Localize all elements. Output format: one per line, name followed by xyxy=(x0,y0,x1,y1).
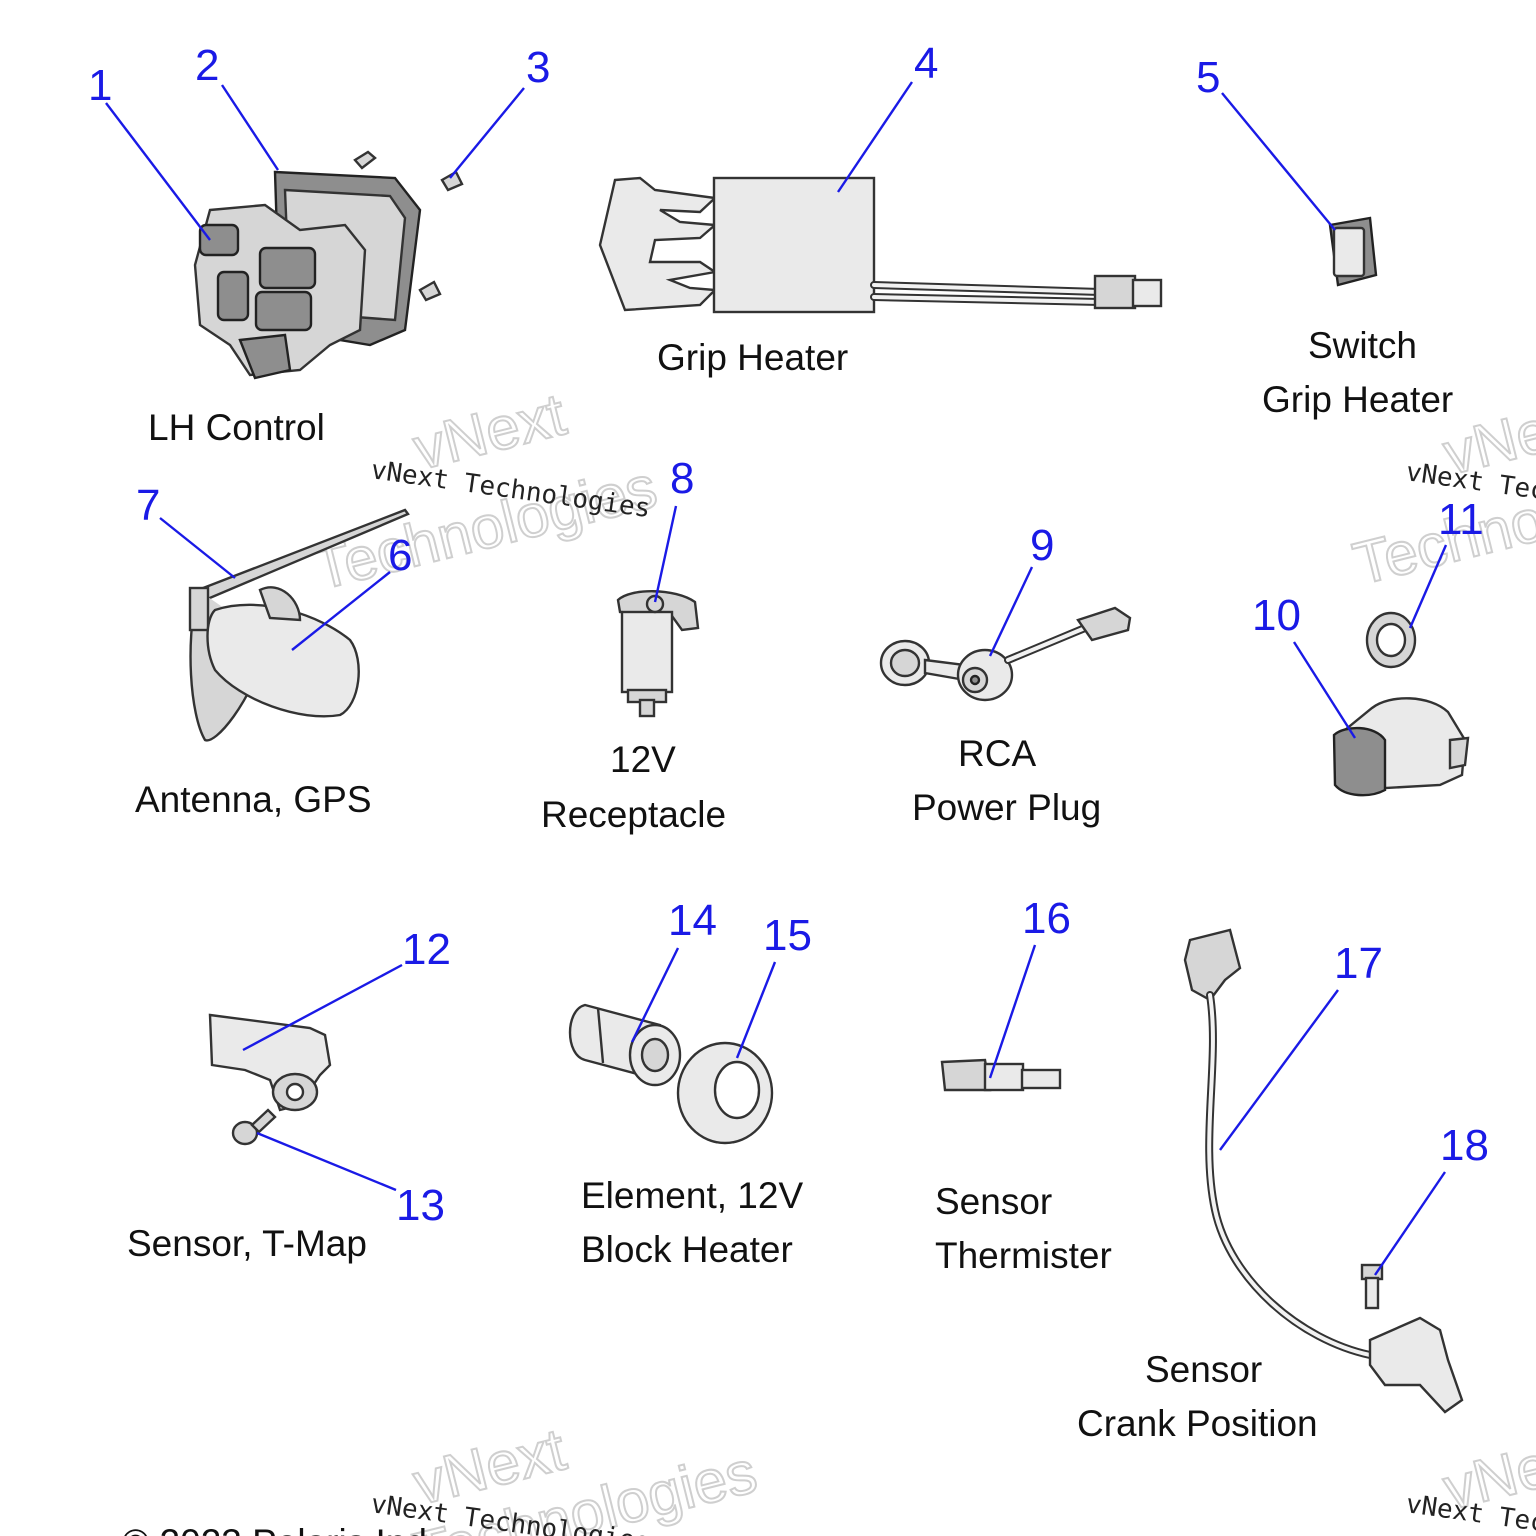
leader-lines xyxy=(105,81,1448,1276)
leader-4 xyxy=(837,81,913,193)
leader-5 xyxy=(1221,92,1336,231)
leader-17 xyxy=(1219,989,1339,1151)
caption-antenna-gps: Antenna, GPS xyxy=(135,779,372,820)
callout-18: 18 xyxy=(1440,1121,1489,1170)
caption-receptacle-line2: Receptacle xyxy=(541,794,726,835)
screw-bottom xyxy=(418,280,442,302)
caption-block-heater-line2: Block Heater xyxy=(581,1229,793,1270)
callout-13: 13 xyxy=(396,1181,445,1230)
crank-sensor-body xyxy=(1368,1316,1464,1414)
switch-grip-heater-illustration xyxy=(1328,216,1378,287)
callout-10: 10 xyxy=(1252,591,1301,640)
control-button-bottom xyxy=(238,333,292,380)
rca-connector xyxy=(1076,606,1132,642)
caption-thermister-line2: Thermister xyxy=(935,1235,1112,1276)
caption-rca-line2: Power Plug xyxy=(912,787,1101,828)
grip-heater-illustration xyxy=(598,176,1163,314)
tmap-sensor-illustration xyxy=(208,1013,332,1146)
caption-rca-line1: RCA xyxy=(958,733,1036,774)
leader-15 xyxy=(735,961,777,1059)
caption-lh-control: LH Control xyxy=(148,407,325,448)
leader-6 xyxy=(291,571,391,651)
tmap-bolt-shank xyxy=(250,1108,277,1134)
callout-16: 16 xyxy=(1022,894,1071,943)
antenna-gps-illustration xyxy=(188,508,410,742)
thermister-connector xyxy=(940,1058,992,1092)
block-heater-illustration xyxy=(568,1003,774,1145)
leader-7 xyxy=(159,517,236,579)
leader-2 xyxy=(220,84,280,171)
leader-16 xyxy=(988,944,1037,1079)
callout-numbers: 1 2 3 4 5 6 7 8 9 10 11 12 13 14 15 16 1… xyxy=(88,39,1489,1230)
caption-thermister-line1: Sensor xyxy=(935,1181,1052,1222)
callout-15: 15 xyxy=(763,911,812,960)
crank-connector xyxy=(1183,928,1242,1002)
caption-crank-line1: Sensor xyxy=(1145,1349,1262,1390)
grip-heater-element xyxy=(712,176,876,314)
caption-switch-grip-heater-line1: Switch xyxy=(1308,325,1417,366)
grip-heater-tabs xyxy=(598,176,719,312)
crank-sensor-illustration xyxy=(1183,928,1464,1414)
lh-control-illustration xyxy=(193,150,464,380)
cable-tie-head xyxy=(188,586,210,632)
captions: LH Control Grip Heater Switch Grip Heate… xyxy=(127,325,1453,1444)
leader-9 xyxy=(988,566,1034,657)
thermister-illustration xyxy=(940,1058,1062,1092)
callout-11: 11 xyxy=(1438,495,1484,544)
caption-grip-heater: Grip Heater xyxy=(657,337,848,378)
control-button-right-upper xyxy=(258,246,317,290)
thermister-probe xyxy=(1020,1068,1062,1090)
switch-face xyxy=(1332,726,1387,797)
leader-13 xyxy=(256,1131,397,1192)
callout-14: 14 xyxy=(668,896,717,945)
receptacle-illustration xyxy=(616,590,700,718)
leader-18 xyxy=(1374,1171,1446,1276)
screw-top-left xyxy=(353,150,377,170)
caption-crank-line2: Crank Position xyxy=(1077,1403,1318,1444)
crank-cable xyxy=(1205,991,1374,1359)
control-button-left xyxy=(216,270,250,322)
leader-14 xyxy=(630,947,680,1043)
ignition-switch-illustration xyxy=(1332,611,1470,797)
rca-plug-illustration xyxy=(879,606,1132,702)
callout-5: 5 xyxy=(1196,53,1220,102)
leader-1 xyxy=(105,102,211,241)
control-button-top xyxy=(198,223,240,257)
switch-rocker xyxy=(1332,226,1366,278)
gps-antenna-cable-exit xyxy=(258,586,302,622)
leader-3 xyxy=(449,87,525,179)
callout-4: 4 xyxy=(914,39,938,88)
callout-3: 3 xyxy=(526,43,550,92)
callout-1: 1 xyxy=(88,61,112,110)
copyright-footer: © 2023 Polaris Ind xyxy=(122,1522,427,1536)
callout-7: 7 xyxy=(136,481,160,530)
callout-12: 12 xyxy=(402,925,451,974)
caption-block-heater-line1: Element, 12V xyxy=(581,1175,803,1216)
callout-9: 9 xyxy=(1030,521,1054,570)
gps-antenna-body xyxy=(206,603,360,718)
callout-17: 17 xyxy=(1334,939,1383,988)
caption-switch-grip-heater-line2: Grip Heater xyxy=(1262,379,1453,420)
leader-8 xyxy=(653,505,678,603)
crank-bolt-shank xyxy=(1364,1276,1380,1310)
receptacle-barrel xyxy=(620,610,674,694)
caption-sensor-tmap: Sensor, T-Map xyxy=(127,1223,367,1264)
caption-receptacle-line1: 12V xyxy=(610,739,676,780)
leader-10 xyxy=(1292,641,1357,739)
control-button-right-lower xyxy=(254,290,313,332)
callout-6: 6 xyxy=(388,531,412,580)
leader-12 xyxy=(242,963,403,1052)
callout-8: 8 xyxy=(670,454,694,503)
callout-2: 2 xyxy=(195,41,219,90)
grip-heater-connector xyxy=(1093,274,1137,310)
leader-11 xyxy=(1408,544,1448,629)
